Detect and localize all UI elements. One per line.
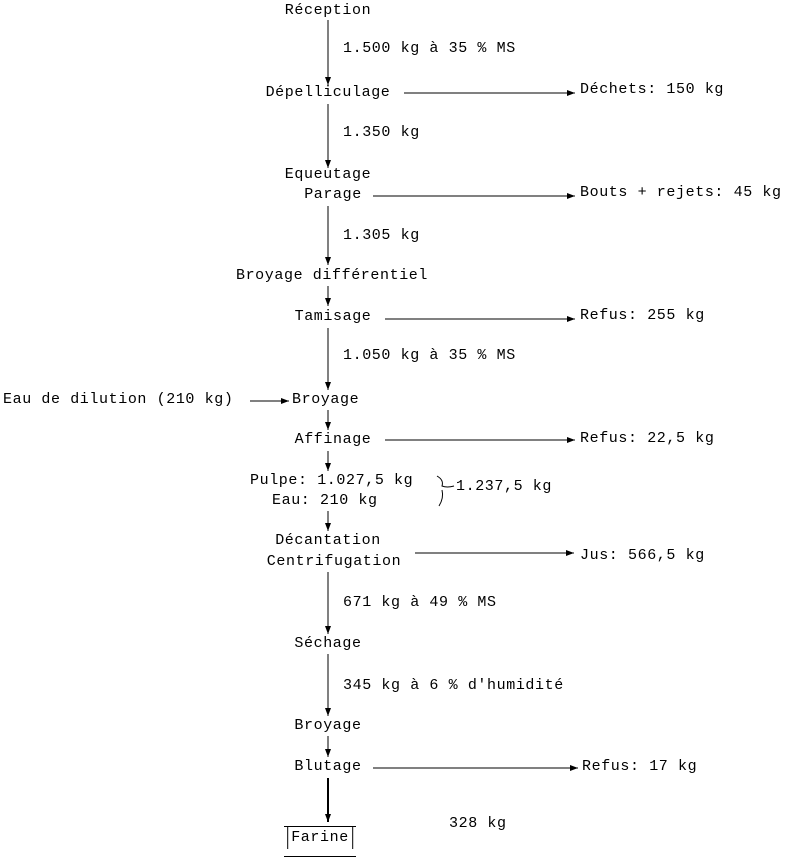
flow-label: 1.500 kg à 35 % MS	[343, 40, 516, 57]
output-bouts: Bouts + rejets: 45 kg	[580, 184, 782, 201]
step-depelliculage: Dépelliculage	[265, 84, 391, 101]
farine-bottom-line	[284, 856, 356, 857]
brace	[436, 475, 455, 507]
flow-label: 1.050 kg à 35 % MS	[343, 347, 516, 364]
step-sechage: Séchage	[294, 635, 362, 652]
output-refus3: Refus: 17 kg	[582, 758, 698, 775]
step-pulpe: Pulpe: 1.027,5 kg	[250, 472, 414, 489]
step-blutage: Blutage	[294, 758, 362, 775]
step-centrifugation: Centrifugation	[266, 553, 402, 570]
output-refus2: Refus: 22,5 kg	[580, 430, 715, 447]
flow-final: 328 kg	[449, 815, 507, 832]
step-broyage-final: Broyage	[294, 717, 362, 734]
flow-label: 671 kg à 49 % MS	[343, 594, 497, 611]
output-refus1: Refus: 255 kg	[580, 307, 705, 324]
step-eau: Eau: 210 kg	[272, 492, 378, 509]
step-parage: Parage	[304, 186, 362, 203]
step-decantation: Décantation	[275, 532, 381, 549]
step-broyage: Broyage	[292, 391, 360, 408]
flow-label: 1.305 kg	[343, 227, 420, 244]
flow-label: 345 kg à 6 % d'humidité	[343, 677, 564, 694]
step-tamisage: Tamisage	[294, 308, 372, 325]
flow-total: 1.237,5 kg	[456, 478, 553, 495]
product-farine: Farine	[287, 827, 353, 849]
step-equeutage: Equeutage	[284, 166, 372, 183]
step-broyage-differentiel: Broyage différentiel	[235, 267, 429, 284]
input-eau-dilution: Eau de dilution (210 kg)	[3, 391, 234, 408]
output-jus: Jus: 566,5 kg	[580, 547, 705, 564]
output-dechets: Déchets: 150 kg	[580, 81, 725, 98]
farine-top-line	[284, 826, 356, 827]
step-affinage: Affinage	[294, 431, 372, 448]
step-reception: Réception	[284, 2, 372, 19]
flow-label: 1.350 kg	[343, 124, 420, 141]
